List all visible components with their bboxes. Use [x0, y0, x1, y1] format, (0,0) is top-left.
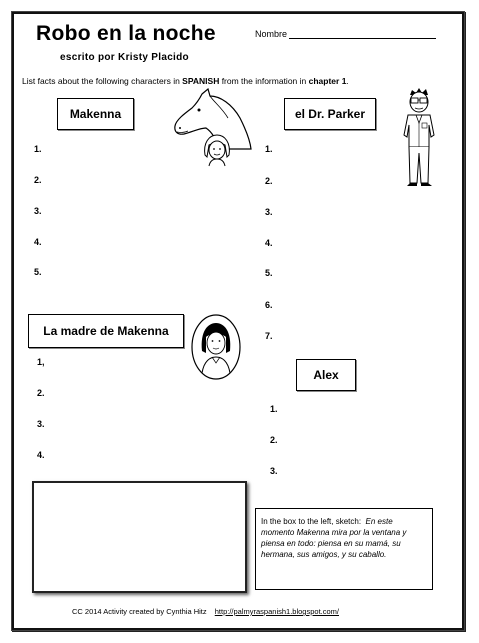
horse-icon: [174, 88, 252, 150]
parker-item-4: 4.: [265, 238, 273, 248]
makenna-item-1: 1.: [34, 144, 42, 154]
label-dr-parker: el Dr. Parker: [284, 98, 376, 130]
label-makenna: Makenna: [57, 98, 134, 130]
alex-item-1: 1.: [270, 404, 278, 414]
madre-item-1: 1,: [37, 357, 45, 367]
parker-item-3: 3.: [265, 207, 273, 217]
alex-item-3: 3.: [270, 466, 278, 476]
footer: CC 2014 Activity created by Cynthia Hitz…: [72, 607, 339, 616]
instructions: List facts about the following character…: [22, 76, 349, 86]
madre-item-4: 4.: [37, 450, 45, 460]
blog-link[interactable]: http://palmyraspanish1.blogspot.com/: [214, 607, 339, 616]
page-title: Robo en la noche: [36, 22, 216, 45]
madre-item-3: 3.: [37, 419, 45, 429]
footer-credit: CC 2014 Activity created by Cynthia Hitz: [72, 607, 207, 616]
sketch-box[interactable]: [32, 481, 247, 593]
makenna-item-5: 5.: [34, 267, 42, 277]
alex-item-2: 2.: [270, 435, 278, 445]
label-alex: Alex: [296, 359, 356, 391]
page-border: [12, 12, 464, 630]
sketch-prompt: In the box to the left, sketch: En este …: [255, 508, 433, 590]
parker-item-2: 2.: [265, 176, 273, 186]
makenna-portrait-icon: [204, 134, 230, 167]
parker-item-1: 1.: [265, 144, 273, 154]
name-field[interactable]: [289, 38, 436, 39]
parker-item-7: 7.: [265, 331, 273, 341]
madre-portrait-icon: [191, 314, 241, 380]
label-madre-de-makenna: La madre de Makenna: [28, 314, 184, 348]
parker-item-6: 6.: [265, 300, 273, 310]
author-line: escrito por Kristy Placido: [60, 52, 189, 63]
madre-item-2: 2.: [37, 388, 45, 398]
dr-parker-figure-icon: [403, 88, 435, 186]
name-label: Nombre: [255, 29, 288, 39]
makenna-item-4: 4.: [34, 237, 42, 247]
makenna-item-2: 2.: [34, 175, 42, 185]
makenna-item-3: 3.: [34, 206, 42, 216]
parker-item-5: 5.: [265, 268, 273, 278]
